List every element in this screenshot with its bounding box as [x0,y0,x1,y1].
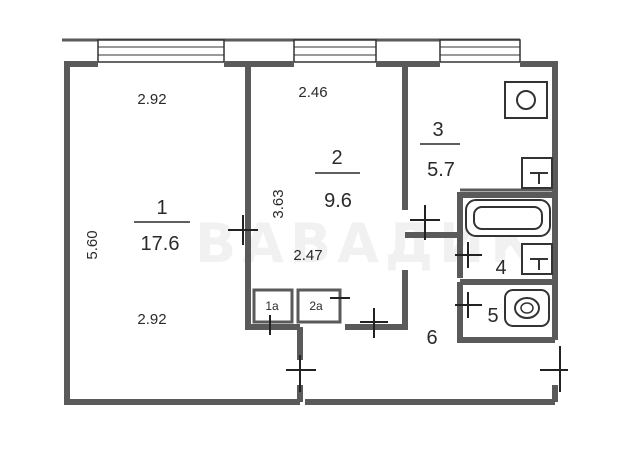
window-room-3 [439,39,521,63]
closets [252,288,342,324]
interior-walls [245,64,555,402]
room-2-width-top: 2.46 [298,84,327,101]
closet-1a [252,288,294,324]
room-1a-number: 1а [265,299,279,313]
room-4-number: 4 [495,257,506,279]
room-2-number: 2 [331,147,342,169]
stove-icon [504,81,548,119]
room-1-width-top: 2.92 [137,91,166,108]
window-room-2 [293,39,377,63]
room-3-area: 5.7 [427,159,455,181]
room-6-number: 6 [426,327,437,349]
toilet-icon [504,289,550,327]
room-5-number: 5 [487,305,498,327]
room-1-area: 17.6 [141,233,180,255]
room-1-number: 1 [156,197,167,219]
room-3-number: 3 [432,119,443,141]
room-2a-number: 2а [309,299,323,313]
door-marks [228,205,568,392]
room-2-width-bottom: 2.47 [293,247,322,264]
closet-2a [296,288,342,324]
windows [97,39,521,63]
room-1-width-bottom: 2.92 [137,311,166,328]
room-2-length: 3.63 [270,189,287,218]
window-room-1 [97,39,225,63]
room-1-length: 5.60 [84,230,101,259]
room-2-area: 9.6 [324,190,352,212]
fixtures [465,81,553,327]
